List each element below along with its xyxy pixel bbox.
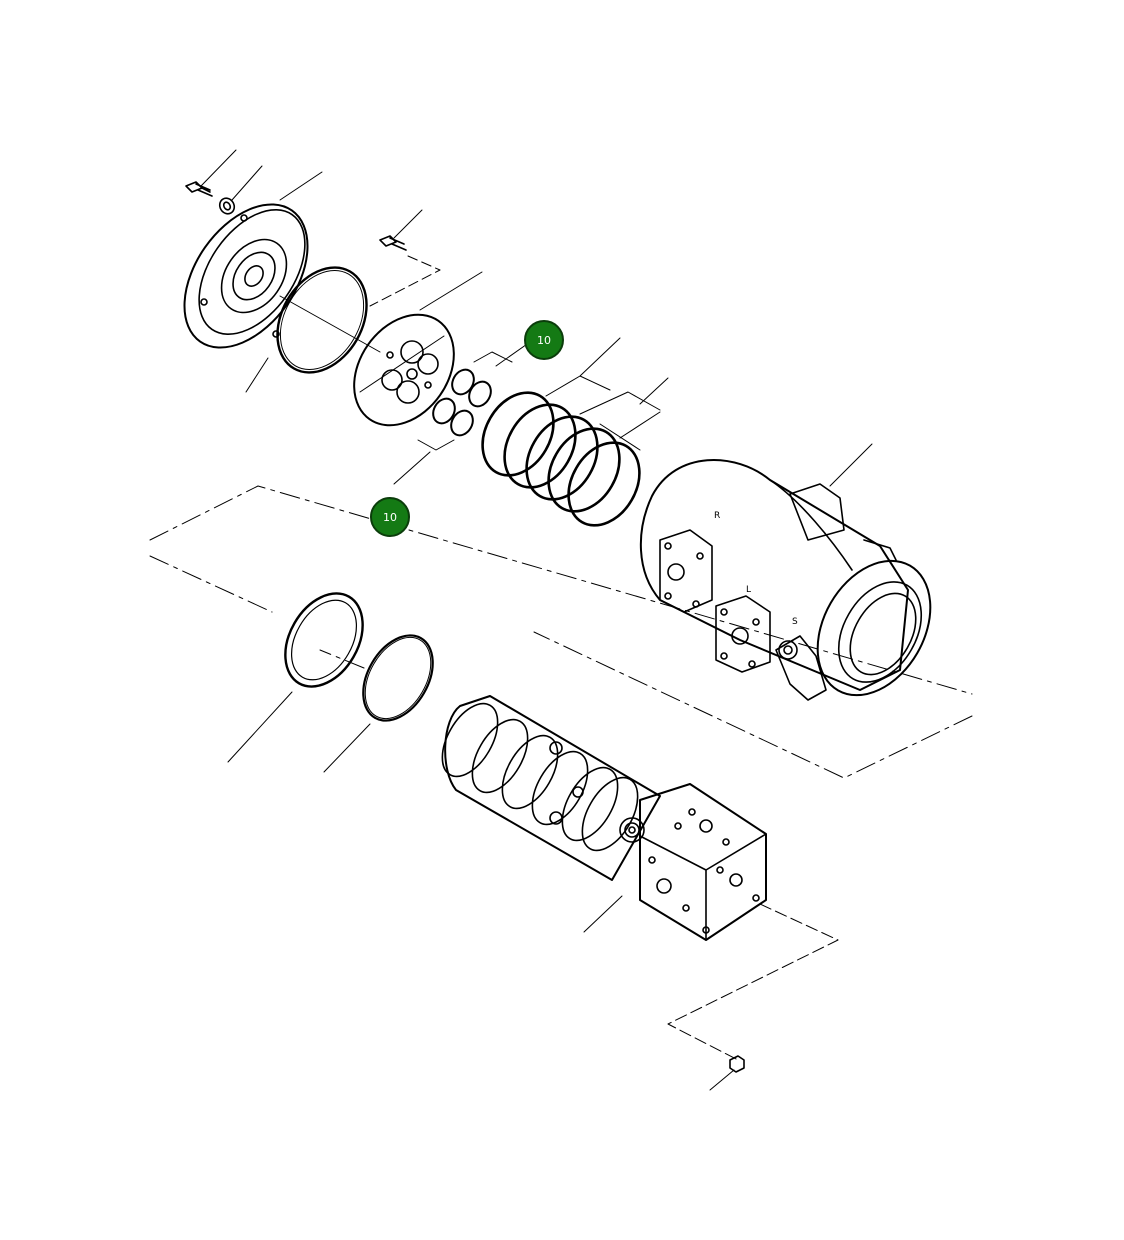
plate-bolt [379,209,423,251]
rotor-spool [441,695,767,941]
svg-text:L: L [746,585,751,595]
cover-plate [183,171,323,393]
centre-line [279,295,381,353]
callout-badge-10-lower[interactable]: 10 [370,497,410,537]
assembly-dashed-outline [149,485,973,779]
distributor-plate [353,271,483,427]
plug [709,1055,745,1091]
bolt-leader [369,255,441,307]
cover-washer [218,165,263,215]
svg-text:R: R [714,511,720,521]
o-ring-bracket-top [473,341,531,367]
callout-label: 10 [383,510,397,524]
callout-label: 10 [537,333,551,347]
small-o-rings [432,368,492,437]
cover-bolt [185,149,237,197]
swivel-housing: R L S [639,443,932,701]
callout-badge-10-upper[interactable]: 10 [524,320,564,360]
lower-o-ring [323,634,434,773]
backup-ring [227,592,364,763]
seal-rings [481,391,641,527]
svg-text:S: S [792,617,798,627]
seal-ring-brackets [545,337,669,451]
o-ring-bracket-bottom [393,439,455,485]
plug-leader [667,903,839,1061]
